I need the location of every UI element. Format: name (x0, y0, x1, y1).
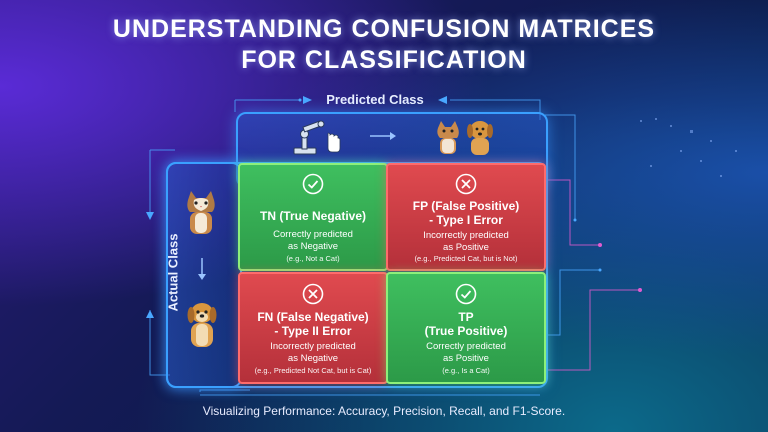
page-title-line-2: FOR CLASSIFICATION (241, 46, 527, 74)
tp-desc-line-1: Correctly predicted (426, 341, 506, 352)
tn-desc-line-2: as Negative (287, 241, 339, 252)
fn-heading-line-1: FN (False Negative) (257, 310, 369, 324)
actual-class-label: Actual Class (165, 233, 181, 312)
tn-heading: TN (True Negative) (259, 209, 367, 223)
tp-heading-line-2: (True Positive) (424, 324, 508, 338)
page-title-line-1: UNDERSTANDING CONFUSION MATRICES (112, 15, 656, 43)
fp-example: (e.g., Predicted Cat, but is Not) (414, 254, 518, 263)
dog-icon (187, 303, 217, 347)
robot-arm-icon (293, 120, 341, 155)
check-icon (455, 283, 477, 305)
tp-cell: TP (True Positive) Correctly predicted a… (386, 272, 546, 384)
cat-and-dog-icon (437, 121, 493, 155)
footer-caption: Visualizing Performance: Accuracy, Preci… (202, 404, 566, 418)
tp-example: (e.g., Is a Cat) (442, 366, 490, 375)
tn-desc-line-1: Correctly predicted (273, 229, 353, 240)
fn-desc-line-2: as Negative (287, 353, 339, 364)
x-icon (302, 283, 324, 305)
cat-icon (187, 191, 215, 234)
fn-heading-line-2: - Type II Error (274, 324, 352, 338)
tn-cell: TN (True Negative) Correctly predicted a… (238, 163, 388, 271)
x-icon (455, 173, 477, 195)
arrow-right-icon (370, 132, 396, 140)
fp-heading-line-2: - Type I Error (429, 213, 503, 227)
fp-desc-line-2: as Positive (443, 242, 489, 253)
predicted-class-label: Predicted Class (326, 92, 424, 107)
fp-heading-line-1: FP (False Positive) (412, 199, 520, 213)
tn-example: (e.g., Not a Cat) (286, 254, 340, 263)
tp-heading-line-1: TP (458, 310, 474, 324)
fn-cell: FN (False Negative) - Type II Error Inco… (238, 272, 388, 384)
fp-cell: FP (False Positive) - Type I Error Incor… (386, 163, 546, 271)
fp-desc-line-1: Incorrectly predicted (423, 230, 509, 241)
fn-example: (e.g., Predicted Not Cat, but is Cat) (254, 366, 372, 375)
tp-desc-line-2: as Positive (443, 353, 489, 364)
fn-desc-line-1: Incorrectly predicted (270, 341, 356, 352)
check-icon (302, 173, 324, 195)
arrow-down-icon (198, 258, 206, 280)
